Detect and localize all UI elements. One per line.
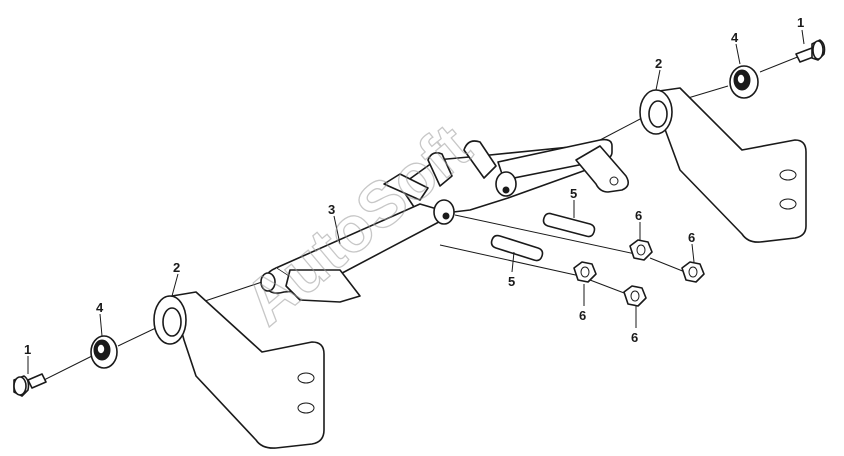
hex-nut-right-upper bbox=[681, 261, 705, 283]
left-bracket bbox=[153, 291, 325, 449]
callout-nut-right-upper: 6 bbox=[688, 230, 695, 245]
flange-bolt-left bbox=[13, 373, 47, 397]
callout-washer-left: 4 bbox=[96, 300, 104, 315]
hex-nut-right-lower bbox=[623, 285, 647, 307]
roll-pin-upper bbox=[542, 212, 596, 238]
callout-pin-lower: 5 bbox=[508, 274, 515, 289]
callout-bracket-left: 2 bbox=[173, 260, 180, 275]
callout-pin-upper: 5 bbox=[570, 186, 577, 201]
callout-nut-mid-upper: 6 bbox=[635, 208, 642, 223]
bushing-washer-right bbox=[729, 65, 759, 99]
flange-bolt-right bbox=[795, 39, 826, 63]
hex-nut-mid-upper bbox=[629, 239, 653, 261]
callout-bolt-right: 1 bbox=[797, 15, 804, 30]
callout-nut-right-lower: 6 bbox=[631, 330, 638, 345]
callout-washer-right: 4 bbox=[731, 30, 739, 45]
right-bracket bbox=[639, 87, 807, 243]
callout-labels: 1 4 2 3 5 6 6 5 6 6 2 4 1 bbox=[24, 15, 804, 357]
callout-bolt-left: 1 bbox=[24, 342, 31, 357]
callout-leaders bbox=[27, 29, 805, 374]
callout-nut-mid-lower: 6 bbox=[579, 308, 586, 323]
shaft-assembly bbox=[260, 138, 630, 303]
bushing-washer-left bbox=[90, 335, 118, 369]
callout-bracket-right: 2 bbox=[655, 56, 662, 71]
callout-shaft: 3 bbox=[328, 202, 335, 217]
hex-nut-mid-lower bbox=[573, 261, 597, 283]
roll-pin-lower bbox=[490, 234, 544, 262]
